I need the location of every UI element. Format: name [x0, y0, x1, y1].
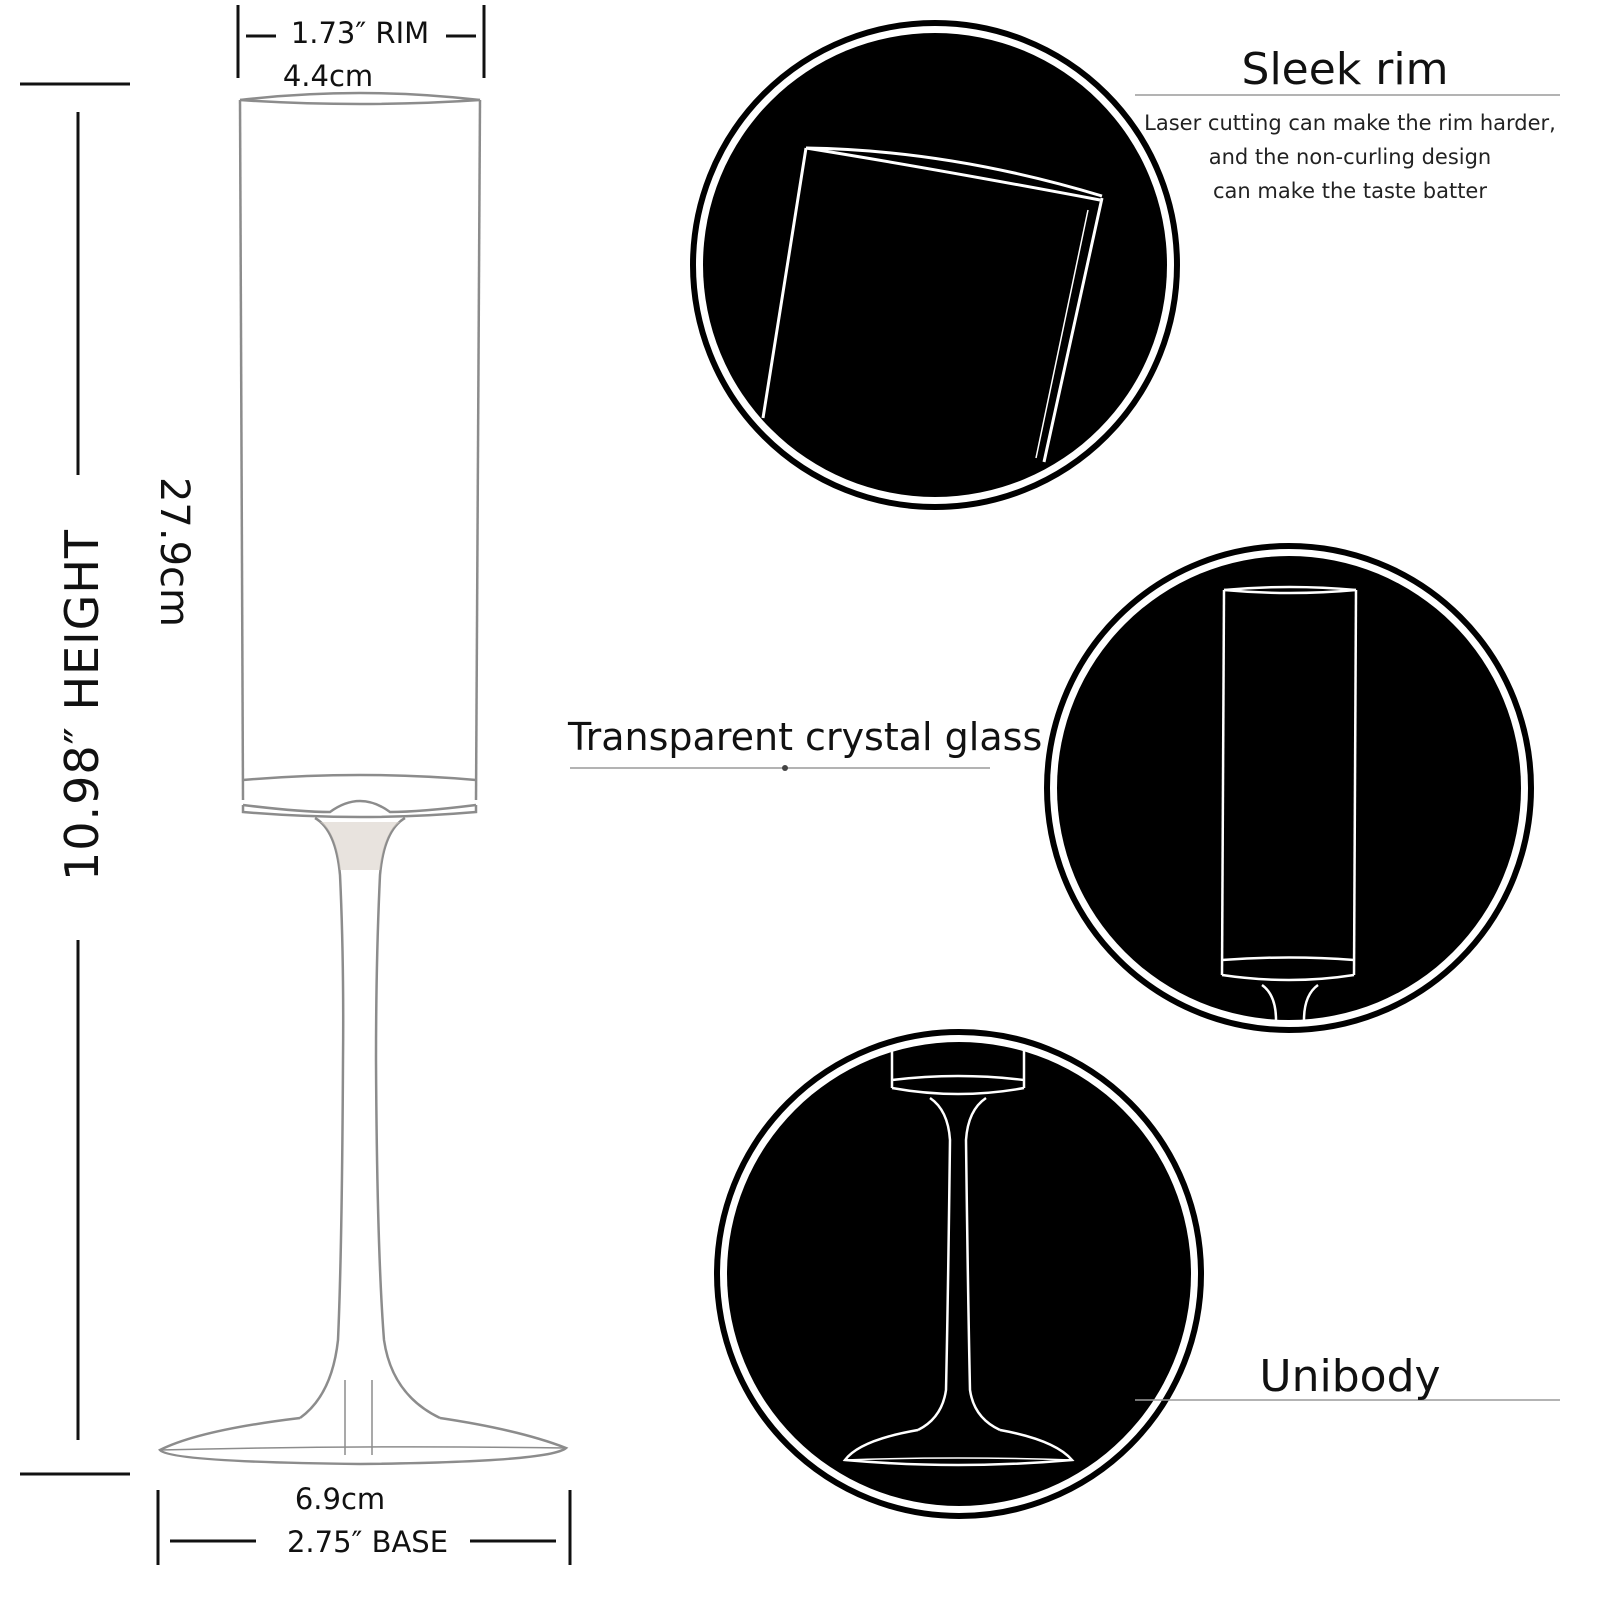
sleek-rim-description: Laser cutting can make the rim harder, a…: [1130, 106, 1570, 208]
rim-cm-label: 4.4cm: [282, 59, 374, 93]
neck-shadow: [320, 822, 400, 870]
stem-closeup-glass: [842, 1045, 1075, 1467]
rim-closeup-glass: [761, 146, 1104, 463]
connector-dot: [782, 765, 788, 771]
transparent-crystal-title: Transparent crystal glass: [568, 715, 1043, 759]
sleek-rim-title: Sleek rim: [1241, 44, 1449, 95]
rim-inch-label: 1.73″ RIM: [290, 16, 430, 50]
sleek-rim-desc-line: Laser cutting can make the rim harder,: [1144, 111, 1556, 135]
unibody-circle: [714, 1029, 1204, 1519]
base-inch-label: 2.75″ BASE: [286, 1525, 449, 1559]
base-dimension-lines: [156, 1490, 572, 1565]
sleek-rim-desc-line: and the non-curling design: [1208, 145, 1492, 169]
small-flute-glass: [1220, 585, 1358, 1021]
height-cm-label: 27.9cm: [151, 476, 197, 628]
feature-underlines: [570, 94, 1560, 1401]
transparent-crystal-circle: [1044, 543, 1534, 1033]
sleek-rim-circle: [690, 20, 1180, 510]
height-dimension-lines: [20, 82, 130, 1476]
rim-dimension-lines: [236, 5, 486, 78]
sleek-rim-desc-line: can make the taste batter: [1213, 179, 1487, 203]
height-inch-label: 10.98″ HEIGHT: [55, 528, 109, 882]
unibody-title: Unibody: [1259, 1351, 1441, 1402]
champagne-flute-illustration: [158, 91, 569, 1466]
base-cm-label: 6.9cm: [294, 1482, 386, 1516]
